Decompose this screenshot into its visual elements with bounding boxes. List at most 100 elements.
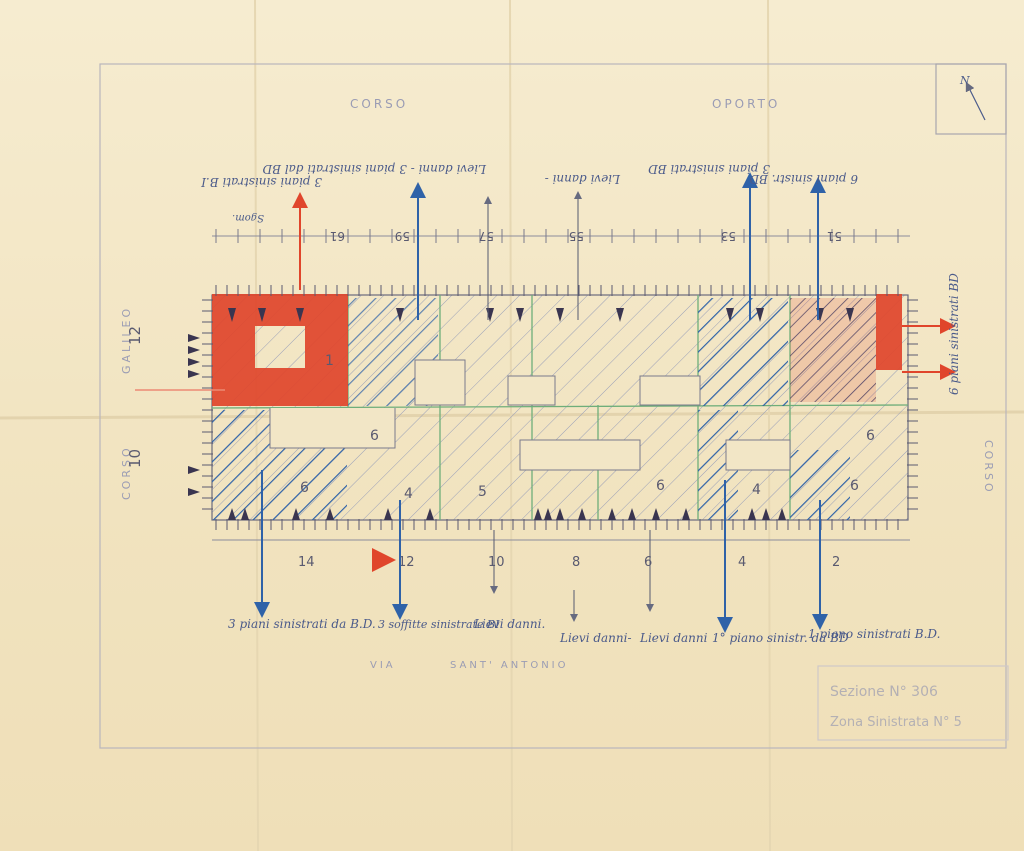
bottom-note: Lievi danni- — [559, 631, 632, 645]
top-note: Lievi danni - — [545, 172, 621, 186]
building-block — [211, 294, 909, 521]
street-top-right: OPORTO — [712, 97, 780, 111]
floor-label: 4 — [752, 482, 761, 498]
left-number: 12 — [126, 326, 144, 345]
bottom-note: 3 soffitte sinistrate BI — [378, 618, 500, 631]
street-bottom-mid: SANT' ANTONIO — [450, 660, 569, 671]
top-note: 6 piani sinistr. BD — [749, 172, 858, 186]
street-left-upper: GALILEO — [120, 306, 133, 374]
entry-arrow-icon — [188, 346, 200, 354]
top-ticks — [215, 229, 899, 243]
entry-arrow-icon — [188, 358, 200, 366]
bottom-numbers: 14 12 10 8 6 4 2 — [298, 555, 840, 570]
left-number: 10 — [126, 449, 144, 468]
house-number: 51 — [827, 229, 842, 243]
entry-arrow-icon — [556, 308, 564, 322]
entry-arrow-icon — [396, 308, 404, 322]
house-number: 4 — [738, 555, 746, 570]
entry-arrow-icon — [682, 508, 690, 520]
bottom-note: 1° piano sinistr. da BD — [712, 631, 849, 645]
entry-arrow-icon — [616, 308, 624, 322]
street-top-left: CORSO — [350, 97, 408, 111]
courtyard — [414, 359, 466, 406]
top-note: Lievi danni - 3 piani sinistrati dal BD — [262, 162, 487, 176]
entry-arrow-icon — [326, 508, 334, 520]
entry-arrow-icon — [188, 334, 200, 342]
entry-arrow-icon — [846, 308, 854, 322]
courtyard — [269, 408, 396, 449]
floor-label: 4 — [404, 486, 413, 502]
house-number: 57 — [479, 229, 494, 243]
entry-arrow-icon — [762, 508, 770, 520]
floor-label: 6 — [370, 428, 379, 444]
entry-arrow-icon — [578, 508, 586, 520]
street-bottom-left: VIA — [370, 660, 396, 671]
floor-label: 6 — [866, 428, 875, 444]
entry-arrow-icon — [296, 308, 304, 322]
entry-arrow-icon — [628, 508, 636, 520]
damage-zone-navy-tint — [790, 298, 876, 402]
floor-label: 6 — [850, 478, 859, 494]
green-midline — [211, 404, 909, 409]
bottom-note: Lievi danni. — [473, 617, 545, 631]
entry-arrow-icon — [188, 370, 200, 378]
house-number: 14 — [298, 555, 315, 570]
house-number: 8 — [572, 555, 580, 570]
entry-arrow-icon — [778, 508, 786, 520]
top-note: 3 piani sinistrati B.I — [201, 175, 322, 189]
entry-arrow-icon — [426, 508, 434, 520]
bottom-note: 3 piani sinistrati da B.D. — [228, 617, 376, 631]
entry-arrow-icon — [228, 308, 236, 322]
entry-arrow-icon — [384, 508, 392, 520]
north-arrow-icon — [965, 81, 986, 121]
courtyard — [507, 375, 556, 406]
house-number: 12 — [398, 555, 415, 570]
bottom-note: 1 piano sinistrati B.D. — [808, 627, 940, 641]
entry-arrow-icon — [726, 308, 734, 322]
stamp-line-2: Zona Sinistrata N° 5 — [830, 715, 962, 730]
destroyed-zone-red — [876, 294, 902, 370]
house-number: 6 — [644, 555, 652, 570]
courtyard — [639, 375, 701, 406]
top-notes: 3 piani sinistrati B.I Sgom. Lievi danni… — [201, 162, 858, 223]
entry-arrow-icon — [756, 308, 764, 322]
street-left-lower: CORSO — [120, 445, 133, 500]
house-number: 10 — [488, 555, 505, 570]
entry-arrow-icon — [748, 508, 756, 520]
entry-arrow-icon — [241, 508, 249, 520]
entry-arrow-icon — [228, 508, 236, 520]
damage-zone-blue — [698, 298, 788, 406]
outer-frame — [99, 63, 1007, 749]
entry-arrow-icon — [544, 508, 552, 520]
floor-label: 6 — [656, 478, 665, 494]
top-note: Sgom. — [232, 212, 264, 223]
floor-label: 5 — [478, 484, 487, 500]
north-box — [935, 63, 1007, 135]
entry-arrow-icon — [258, 308, 266, 322]
courtyard — [725, 439, 791, 471]
top-note: 3 piani sinistrati BD — [648, 162, 770, 176]
house-number: 2 — [832, 555, 840, 570]
entry-arrow-icon — [652, 508, 660, 520]
bottom-notes: 3 piani sinistrati da B.D. 3 soffitte si… — [228, 617, 940, 645]
entry-arrow-icon — [556, 508, 564, 520]
street-right: CORSO — [982, 440, 995, 495]
house-number: 53 — [721, 229, 736, 243]
entry-arrow-icon — [292, 508, 300, 520]
right-note: 6 piani sinistrati BD — [947, 273, 961, 395]
perimeter-ticks — [202, 285, 918, 530]
entry-arrows — [188, 308, 854, 520]
entry-arrow-icon — [188, 466, 200, 474]
stamp-line-1: Sezione N° 306 — [830, 684, 938, 700]
north-label: N — [959, 74, 970, 87]
floor-label: 1 — [325, 353, 334, 369]
damage-zone-navy — [790, 298, 876, 402]
house-number: 61 — [330, 229, 345, 243]
destroyed-zone-red — [212, 294, 348, 406]
entry-arrow-icon — [516, 308, 524, 322]
stamp-frame — [817, 665, 1009, 741]
